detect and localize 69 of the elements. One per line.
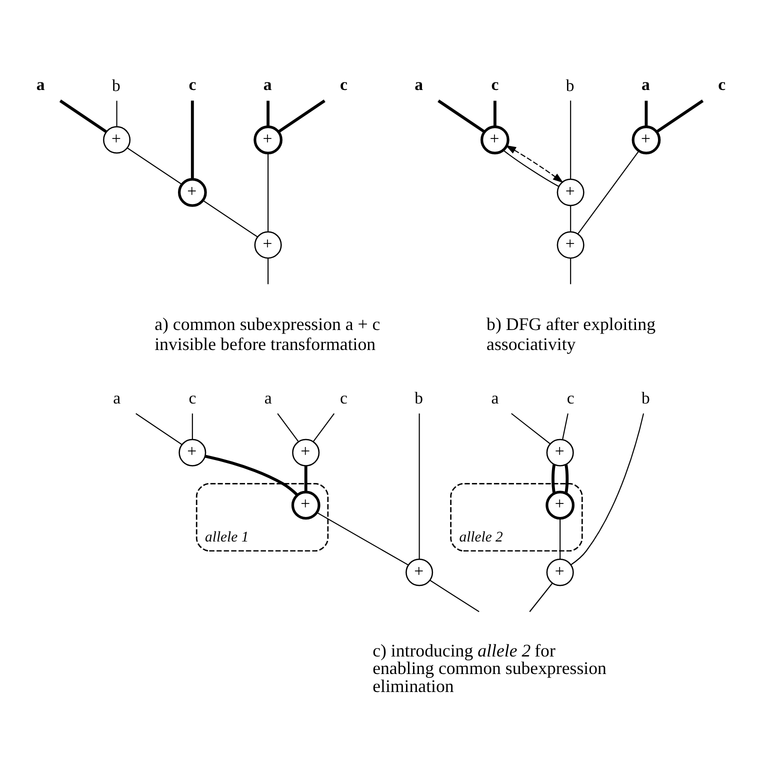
connector [192,414,193,440]
connector [268,258,269,284]
node-text: b [414,388,423,408]
node-text: c [340,388,348,408]
node-text: a [491,388,499,408]
connector [570,100,572,180]
label: b) DFG after exploiting associativity [486,314,656,354]
connector [552,464,556,494]
node-circle: + [291,490,320,520]
connector [127,148,182,185]
connector [644,100,648,127]
connector [577,150,640,234]
connector [268,153,269,232]
node-circle: + [178,178,207,207]
connector [570,206,572,232]
node-circle: + [546,438,574,466]
connector [529,582,553,612]
node-circle: + [556,178,584,206]
connector [202,200,258,238]
connector [511,413,550,444]
connector [493,100,496,127]
connector [312,413,335,442]
connector [190,100,194,180]
node-circle: + [556,231,584,259]
connector [59,100,107,133]
connector [304,466,308,492]
connector [136,413,182,445]
node-circle: + [480,125,510,154]
node-circle: + [254,231,282,259]
connector [560,518,561,560]
node-circle: + [546,490,575,520]
label: a) common subexpression a + c invisible before transformation [154,314,380,354]
node-circle: + [178,438,206,466]
node-text: a [264,388,272,408]
connector [316,512,409,566]
node-circle: + [406,558,434,586]
connector [116,100,118,127]
connector [430,580,480,612]
label: c) introducing allele 2 for enabling common subexpression elimination [372,640,606,696]
connector [204,454,298,496]
connector [438,100,486,133]
connector [570,258,572,284]
node-circle: + [632,125,661,154]
node-text: c [340,74,348,94]
connector [277,413,299,442]
connector [570,413,644,566]
node-text: a [641,74,650,94]
node-text: c [188,388,196,408]
node-text: a [36,74,45,94]
node-circle: + [254,125,282,154]
connector [656,100,704,133]
node-circle: + [546,558,574,586]
node-circle: + [103,126,131,154]
node-text: c [566,388,574,408]
node-text: a [263,74,272,94]
node-text: a [414,74,423,94]
node-text: b [641,388,650,408]
node-text: c [718,74,726,94]
node-text: a [113,388,121,408]
connector [564,464,569,494]
node-text: b [112,76,120,95]
node-text: c [491,74,499,94]
connector [418,413,420,559]
connector [266,100,270,127]
connector [278,100,326,133]
node-text: b [566,76,574,95]
node-circle: + [292,438,320,466]
node-text: c [188,74,196,94]
connector [562,413,568,440]
